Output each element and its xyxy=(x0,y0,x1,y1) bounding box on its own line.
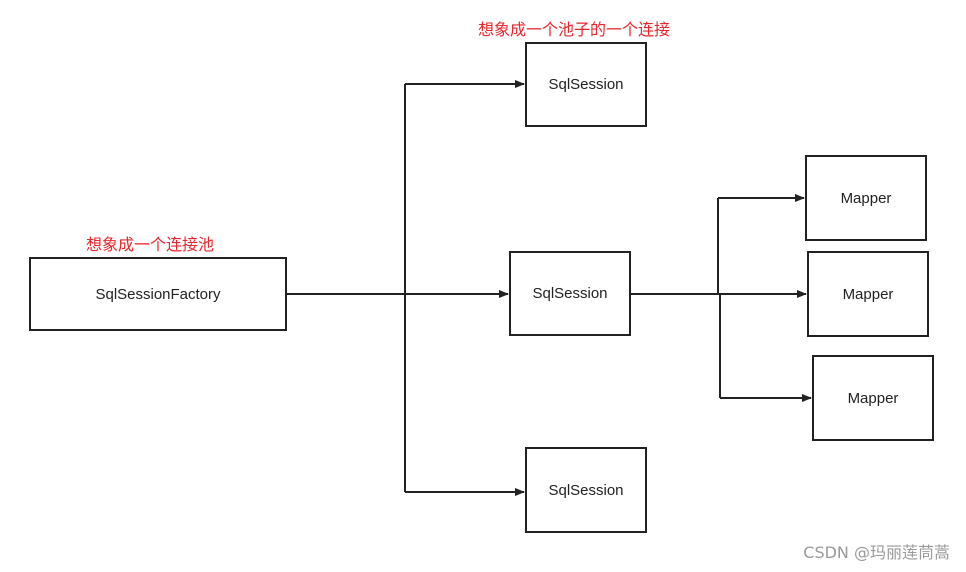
sqlsessionfactory-label: SqlSessionFactory xyxy=(95,285,221,303)
sqlsession-box-2: SqlSession xyxy=(509,251,631,336)
sqlsession-box-3: SqlSession xyxy=(525,447,647,533)
mapper-label-1: Mapper xyxy=(840,189,892,207)
mapper-label-2: Mapper xyxy=(842,285,894,303)
mapper-box-3: Mapper xyxy=(812,355,934,441)
mapper-label-3: Mapper xyxy=(847,389,899,407)
mapper-box-2: Mapper xyxy=(807,251,929,337)
mapper-box-1: Mapper xyxy=(805,155,927,241)
sqlsession-label-2: SqlSession xyxy=(532,285,608,302)
factory-note: 想象成一个连接池 xyxy=(86,235,215,254)
sqlsession-box-1: SqlSession xyxy=(525,42,647,127)
sqlsessionfactory-box: SqlSessionFactory xyxy=(29,257,287,331)
sqlsession-label-1: SqlSession xyxy=(548,76,624,93)
sqlsession-label-3: SqlSession xyxy=(548,481,624,499)
watermark: CSDN @玛丽莲茼蒿 xyxy=(803,543,950,562)
session-note: 想象成一个池子的一个连接 xyxy=(478,20,671,39)
